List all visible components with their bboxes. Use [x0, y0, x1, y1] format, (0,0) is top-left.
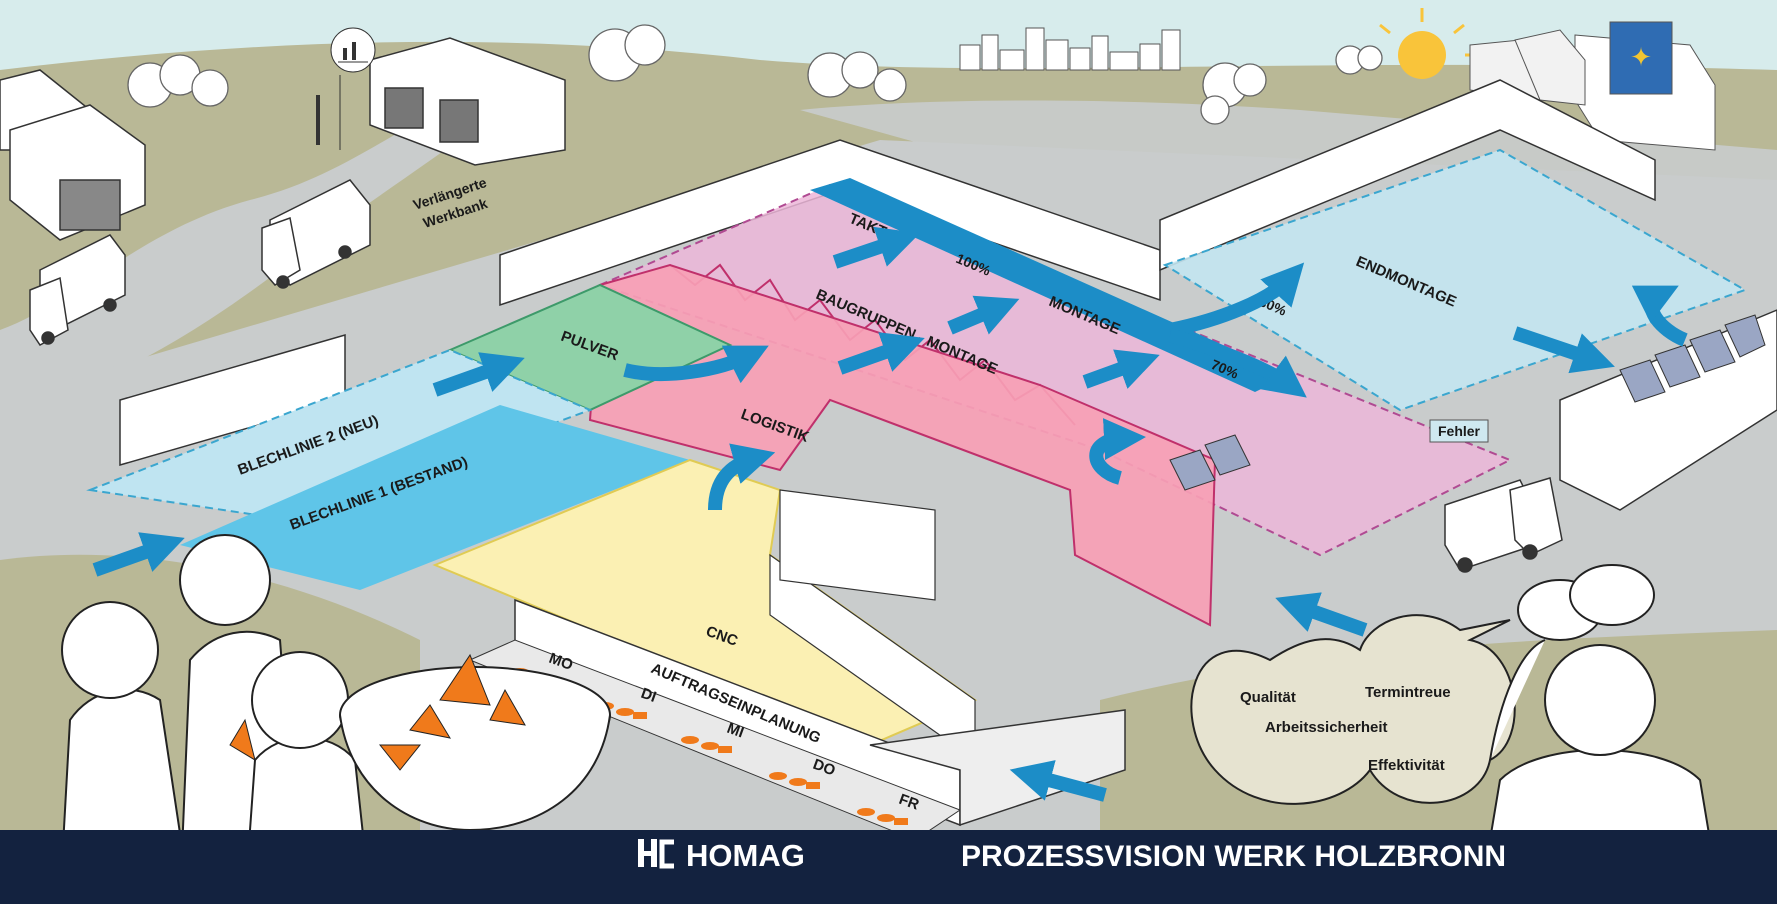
goals-bubble: [1190, 614, 1516, 805]
bowl-of-blocks: [229, 653, 611, 832]
warehouse-left: [0, 69, 146, 241]
truck-3: [1444, 477, 1563, 573]
factory-wall-back: [499, 139, 1161, 307]
inner-wall-logistik: [779, 489, 936, 601]
trees: [127, 24, 1383, 125]
presenter-board: [316, 27, 376, 150]
zone-endmontage: [1162, 148, 1748, 412]
warehouse-workbench: [369, 37, 566, 166]
truck-2: [29, 234, 126, 346]
day-label-do: DO: [811, 756, 838, 780]
goal-effektivitaet: Effektivität: [1368, 757, 1445, 774]
ikea-store: ✦: [1574, 21, 1716, 151]
solar-panels: [1169, 314, 1766, 491]
homag-logo-icon: [638, 839, 674, 869]
city-skyline: [959, 27, 1181, 71]
zone-blech1: [180, 405, 690, 590]
flow-arrows: [92, 226, 1688, 802]
goal-qualitaet: Qualität: [1240, 689, 1296, 706]
zone-blech2: [86, 348, 593, 522]
day-label-di: DI: [639, 685, 659, 706]
fehler-sign-label: Fehler: [1438, 423, 1481, 439]
day-label-fr: FR: [897, 791, 922, 814]
sun: [1398, 31, 1446, 79]
goal-sicherheit: Arbeitssicherheit: [1265, 719, 1388, 736]
footer-brand: HOMAG: [686, 838, 805, 873]
fehler-sign: Fehler: [1429, 419, 1489, 443]
truck-1: [261, 179, 371, 289]
endmontage-building: [1159, 79, 1656, 272]
road: [0, 110, 500, 420]
footer-title: PROZESSVISION WERK HOLZBRONN: [961, 840, 1506, 873]
footer-bar: [0, 830, 1777, 904]
day-label-mi: MI: [725, 720, 746, 742]
svg-text:✦: ✦: [1630, 42, 1652, 72]
goal-termintreue: Termintreue: [1365, 684, 1451, 701]
